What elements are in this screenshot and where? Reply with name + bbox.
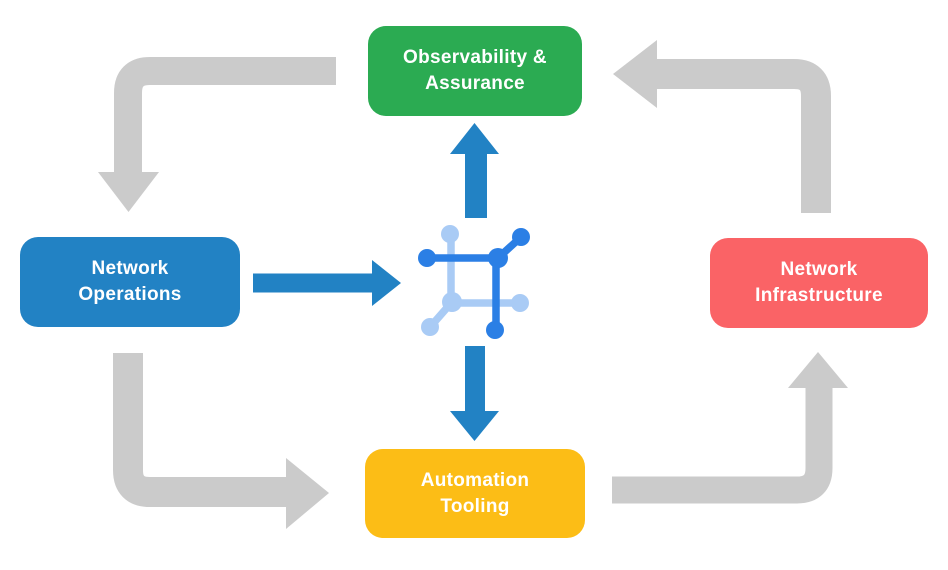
arrow-center-to-automation-head: [450, 411, 499, 441]
node-network-infrastructure: Network Infrastructure: [710, 238, 928, 328]
node-label-line: Automation: [420, 469, 530, 491]
node-network-operations: Network Operations: [20, 237, 240, 327]
icon-node-top-light: [441, 225, 459, 243]
node-label-line: Tooling: [440, 495, 510, 517]
node-automation-tooling: Automation Tooling: [365, 449, 585, 538]
arrow-operations-to-automation-head: [286, 458, 329, 529]
node-label-line: Operations: [78, 284, 182, 305]
node-label-line: Network: [780, 259, 858, 281]
node-label-line: Network: [91, 258, 169, 280]
icon-node-top-right-dark: [512, 228, 530, 246]
node-observability-assurance: Observability & Assurance: [368, 26, 582, 116]
node-label-line: Observability &: [403, 47, 547, 69]
icon-node-bottom-dark: [486, 321, 504, 339]
arrow-observability-to-operations-shaft: [114, 57, 336, 174]
icon-node-corner-light: [442, 292, 462, 312]
arrow-operations-to-center-head: [372, 260, 401, 306]
arrow-observability-to-operations-head: [98, 172, 159, 212]
icon-node-corner-dark: [488, 248, 508, 268]
center-link-arrows: [253, 123, 499, 441]
icon-node-bottom-left-light: [421, 318, 439, 336]
node-label-line: Assurance: [425, 73, 525, 94]
arrow-infrastructure-to-observability-shaft: [656, 59, 831, 213]
arrow-automation-to-infrastructure-shaft: [612, 388, 833, 504]
arrow-automation-to-infrastructure-head: [788, 352, 848, 388]
icon-node-left-dark: [418, 249, 436, 267]
network-platform-icon: [418, 225, 530, 339]
icon-node-right-light: [511, 294, 529, 312]
network-platform-icon-dark-nodes: [418, 228, 530, 339]
arrow-infrastructure-to-observability-head: [613, 40, 657, 108]
network-platform-icon-light-nodes: [421, 225, 529, 336]
arrow-operations-to-automation-shaft: [113, 353, 287, 507]
node-label-line: Infrastructure: [755, 285, 883, 306]
arrow-center-to-observability-head: [450, 123, 499, 154]
cycle-arrows: [98, 40, 848, 529]
